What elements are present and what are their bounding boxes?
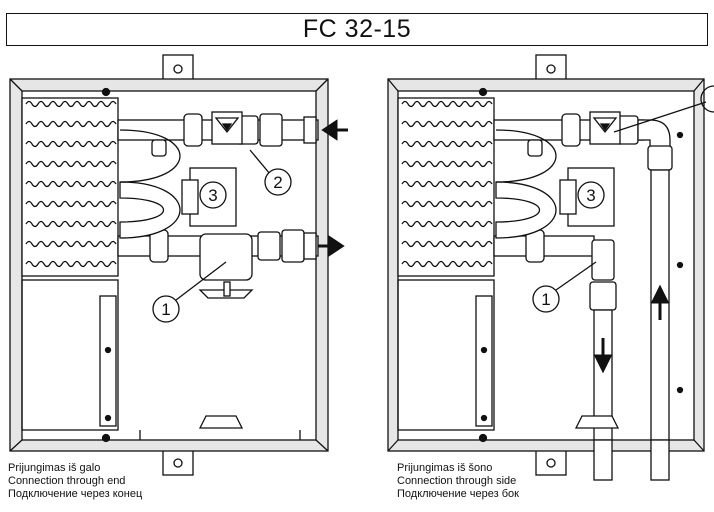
bottom-mounting-tab	[162, 448, 194, 476]
callout-3-left	[199, 181, 227, 209]
support-bracket	[475, 295, 493, 427]
callout-2-right	[613, 85, 714, 133]
caption-ru: Подключение через конец	[8, 488, 143, 500]
caption-ru: Подключение через бок	[397, 488, 519, 500]
outlet-arrow	[318, 235, 345, 257]
u-bend-pipe	[119, 181, 181, 239]
caption-en: Connection through end	[8, 475, 126, 487]
top-mounting-tab	[162, 54, 194, 82]
inlet-arrow	[321, 119, 348, 141]
left-panel-end-connection	[9, 54, 348, 476]
heat-exchanger-coil	[21, 97, 119, 277]
u-bend-pipe	[495, 181, 557, 239]
title-text: FC 32-15	[302, 15, 412, 43]
caption-lt: Prijungimas iš šono	[397, 462, 493, 474]
top-mounting-tab	[535, 54, 567, 82]
callout-1-right-label: 1	[541, 290, 550, 309]
right-panel-side-connection	[387, 54, 705, 481]
callout-2-left-label: 2	[273, 173, 282, 192]
shutoff-valve	[198, 233, 254, 299]
actuator-valve	[211, 111, 243, 145]
caption-lt: Prijungimas iš galo	[8, 462, 101, 474]
bottom-mounting-tab	[535, 448, 567, 476]
callout-3-right	[577, 181, 605, 209]
callout-3-right-label: 3	[586, 186, 595, 205]
callout-1-right	[532, 261, 597, 313]
callout-3-left-label: 3	[208, 186, 217, 205]
diagram-title: FC 32-15	[6, 13, 708, 46]
left-caption: Prijungimas iš galo Connection through e…	[8, 462, 142, 501]
actuator-valve	[589, 111, 621, 145]
callout-1-left	[152, 261, 227, 323]
heat-exchanger-coil	[397, 97, 495, 277]
callout-2-left	[249, 149, 292, 196]
support-bracket	[99, 295, 117, 427]
down-arrow	[593, 338, 613, 374]
right-caption: Prijungimas iš šono Connection through s…	[397, 462, 519, 501]
caption-en: Connection through side	[397, 475, 517, 487]
up-arrow	[650, 284, 670, 320]
callout-1-left-label: 1	[161, 300, 170, 319]
